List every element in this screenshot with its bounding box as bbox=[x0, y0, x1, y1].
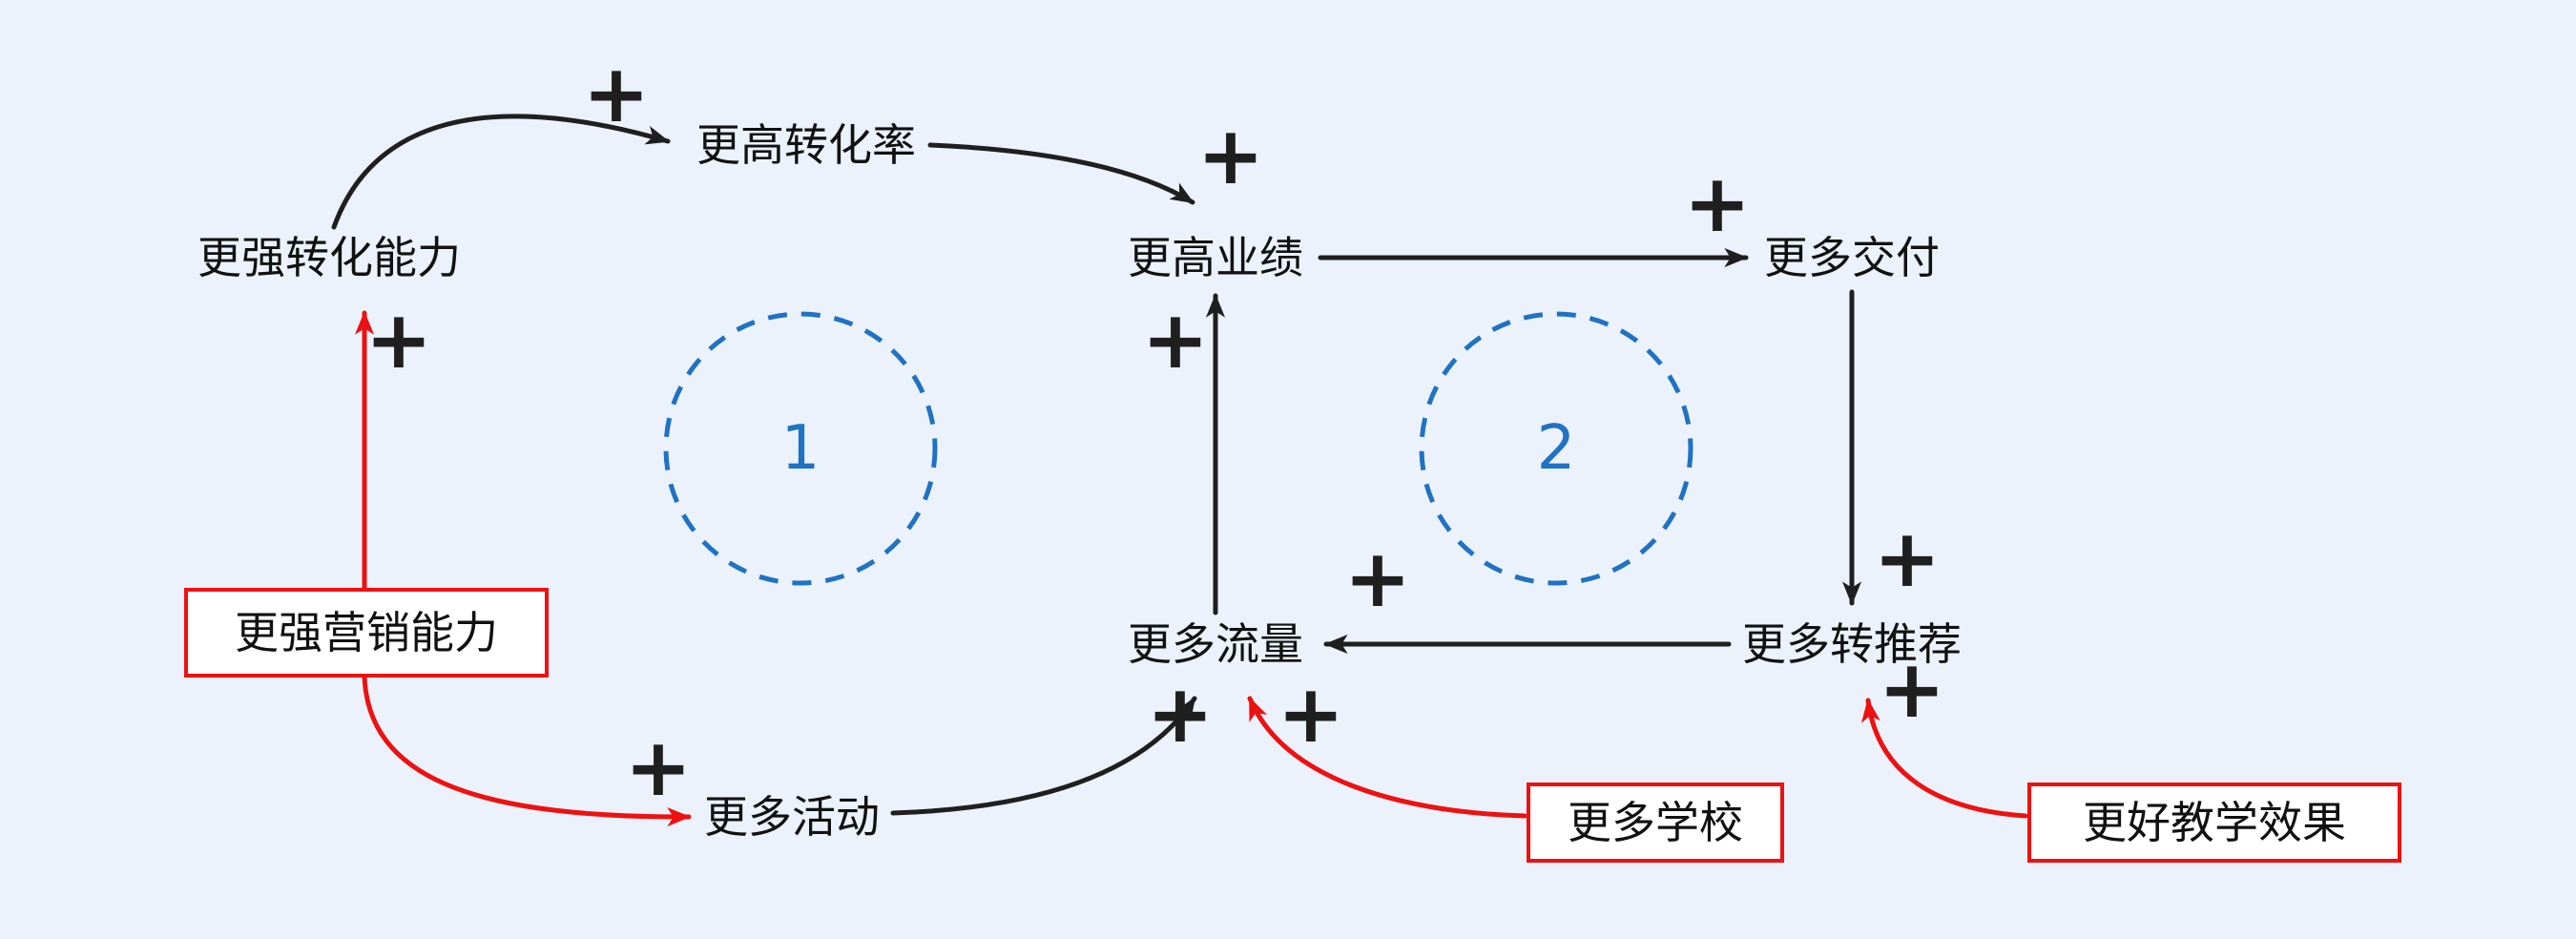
node-stronger-marketing: 更强营销能力 bbox=[235, 607, 498, 658]
box-better-teaching bbox=[2027, 782, 2401, 863]
loop-2-circle bbox=[1419, 311, 1693, 586]
plus-sign: + bbox=[365, 293, 432, 386]
loop-2-label: 2 bbox=[1537, 413, 1576, 484]
node-more-activities: 更多活动 bbox=[704, 791, 880, 843]
node-better-teaching: 更好教学效果 bbox=[2083, 797, 2346, 848]
arrow-activities-to-traffic bbox=[890, 696, 1197, 816]
node-higher-conversion-rate: 更高转化率 bbox=[696, 119, 916, 171]
plus-sign: + bbox=[1879, 642, 1945, 736]
node-more-delivery: 更多交付 bbox=[1764, 232, 1940, 283]
plus-sign: + bbox=[1344, 532, 1411, 625]
arrow-stronger-conversion-to-conversion-rate bbox=[331, 114, 671, 230]
plus-sign: + bbox=[1197, 109, 1264, 202]
plus-sign: + bbox=[1142, 293, 1209, 386]
plus-sign: + bbox=[625, 720, 692, 814]
node-higher-performance: 更高业绩 bbox=[1128, 232, 1303, 283]
loop-1-label: 1 bbox=[781, 413, 821, 484]
box-more-schools bbox=[1527, 782, 1784, 863]
arrow-schools-to-traffic bbox=[1247, 696, 1527, 819]
box-stronger-marketing bbox=[184, 588, 549, 678]
node-stronger-conversion: 更强转化能力 bbox=[197, 232, 461, 283]
node-more-schools: 更多学校 bbox=[1568, 797, 1743, 848]
node-more-traffic: 更多流量 bbox=[1128, 618, 1303, 670]
plus-sign: + bbox=[1278, 667, 1344, 761]
plus-sign: + bbox=[1147, 667, 1214, 761]
plus-sign: + bbox=[583, 47, 650, 140]
plus-sign: + bbox=[1684, 156, 1751, 250]
plus-sign: + bbox=[1874, 511, 1941, 605]
arrow-conversion-rate-to-performance bbox=[927, 142, 1195, 205]
arrow-marketing-to-activities bbox=[362, 675, 692, 827]
node-more-referrals: 更多转推荐 bbox=[1742, 618, 1962, 670]
loop-1-circle bbox=[663, 311, 938, 586]
arrow-teaching-to-referrals bbox=[1860, 698, 2028, 819]
